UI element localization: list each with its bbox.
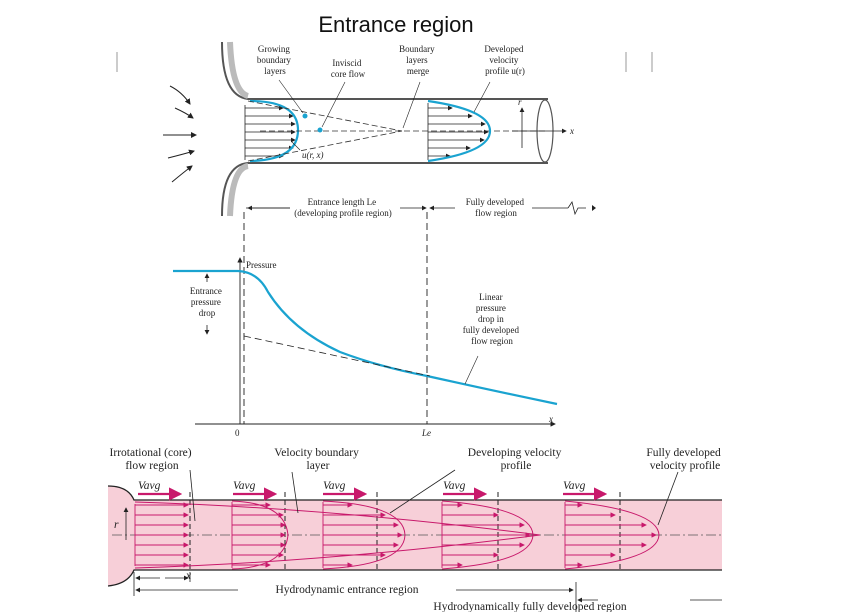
label-developed-velocity-profile: Developed velocity profile u(r) (484, 44, 525, 76)
label-linear-pressure-drop: Linear pressure drop in fully developed … (463, 292, 521, 346)
label-vavg-1: Vavg (138, 480, 161, 492)
label-entrance-pressure-drop: Entrance pressure drop (190, 286, 224, 318)
label-vavg-3: Vavg (323, 480, 346, 492)
label-hydrodynamic-entrance-region: Hydrodynamic entrance region (275, 584, 418, 596)
pressure-curve (173, 269, 558, 406)
inlet-wall-lower (221, 162, 548, 217)
top-pipe-figure: Growing boundary layers Inviscid core fl… (116, 41, 653, 218)
label-boundary-layers-merge: Boundary layers merge (399, 44, 437, 76)
label-r-axis: r (518, 97, 522, 107)
label-inviscid-core-flow: Inviscid core flow (331, 58, 366, 79)
label-irrotational-core: Irrotational (core) flow region (110, 447, 195, 472)
slide-title: Entrance region (318, 12, 474, 37)
label-le: Le (421, 428, 431, 438)
inlet-velocity-profile (244, 105, 296, 160)
label-vavg-2: Vavg (233, 480, 256, 492)
label-r: r (114, 519, 119, 531)
label-hydrodynamically-fully-developed: Hydrodynamically fully developed region (433, 601, 626, 612)
label-entrance-length: Entrance length Le (developing profile r… (294, 197, 391, 218)
label-developing-velocity-profile: Developing velocity profile (468, 447, 564, 472)
pressure-chart: Pressure Entrance pressure drop Linear p… (173, 212, 558, 438)
label-velocity-boundary-layer: Velocity boundary layer (274, 447, 362, 472)
inlet-wall-upper (221, 41, 548, 100)
label-origin: 0 (235, 428, 240, 438)
developed-velocity-profile (427, 103, 489, 160)
label-fully-developed-velocity-profile: Fully developed velocity profile (646, 447, 723, 472)
label-x-axis: x (569, 126, 574, 136)
label-pressure: Pressure (246, 260, 277, 270)
label-vavg-5: Vavg (563, 480, 586, 492)
label-x-pressure: x (548, 414, 553, 424)
label-fully-developed-flow: Fully developed flow region (466, 197, 527, 218)
label-growing-boundary-layers: Growing boundary layers (257, 44, 293, 76)
inflow-arrows (163, 85, 197, 183)
label-x: x (185, 570, 192, 582)
label-vavg-4: Vavg (443, 480, 466, 492)
bottom-pipe-figure: Vavg Vavg Vavg Vavg Vavg r Irrotational … (107, 447, 723, 612)
label-u-r-x: u(r, x) (302, 150, 324, 160)
